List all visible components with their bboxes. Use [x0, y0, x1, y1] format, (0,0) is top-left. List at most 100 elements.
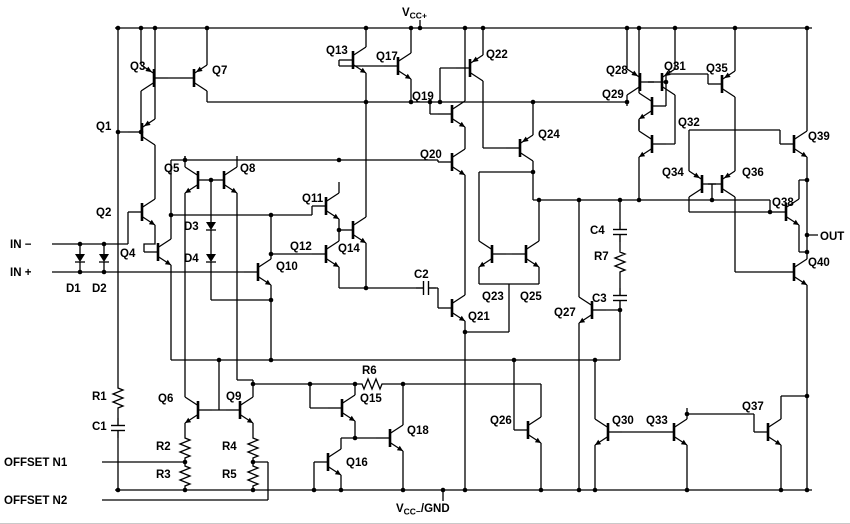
vcc-minus-sub: CC−: [404, 507, 421, 517]
power-vcc-plus: VCC+: [402, 7, 427, 21]
label-r3: R3: [156, 469, 171, 481]
label-d4: D4: [184, 253, 199, 265]
transistor-q13: [337, 34, 368, 86]
transistor-q18: [374, 412, 405, 464]
label-d3: D3: [184, 221, 199, 233]
label-q37: Q37: [742, 401, 764, 413]
capacitor-c3: [612, 287, 628, 309]
label-q29: Q29: [602, 89, 624, 101]
label-q30: Q30: [612, 415, 634, 427]
transistor-q24: [504, 122, 535, 174]
label-q26: Q26: [490, 415, 512, 427]
label-r5: R5: [222, 469, 237, 481]
port-in-plus: IN +: [10, 267, 32, 279]
label-q3: Q3: [130, 61, 145, 73]
label-q20: Q20: [420, 149, 442, 161]
label-q15: Q15: [360, 393, 382, 405]
label-d1: D1: [66, 283, 81, 295]
diode-d4: [205, 245, 217, 271]
label-q19: Q19: [412, 91, 434, 103]
label-d2: D2: [92, 283, 107, 295]
port-out: OUT: [820, 231, 844, 243]
wires-left-section: [52, 28, 438, 490]
label-q10: Q10: [276, 261, 298, 273]
capacitor-c4: [612, 221, 628, 243]
label-q21: Q21: [468, 311, 490, 323]
label-r1: R1: [92, 391, 107, 403]
vcc-plus-base: V: [402, 7, 410, 19]
vcc-minus-base: V: [396, 503, 404, 515]
label-q22: Q22: [486, 49, 508, 61]
port-offset-n1: OFFSET N1: [4, 457, 68, 469]
capacitor-c1: [110, 417, 126, 439]
label-q23: Q23: [482, 291, 504, 303]
label-q9: Q9: [226, 391, 241, 403]
label-q5: Q5: [164, 163, 180, 175]
transistor-q38: [770, 186, 801, 238]
label-q34: Q34: [662, 167, 684, 179]
transistor-q4: [142, 226, 173, 278]
transistor-q5: [183, 154, 214, 206]
transistor-q21: [436, 282, 467, 334]
transistor-q39: [778, 118, 809, 170]
resistor-r5: [247, 461, 259, 491]
label-q35: Q35: [706, 63, 728, 75]
label-c1: C1: [92, 421, 107, 433]
resistor-r7: [614, 247, 626, 277]
label-q4: Q4: [120, 248, 136, 260]
vcc-plus-sub: CC+: [410, 11, 427, 21]
label-r6: R6: [362, 365, 377, 377]
port-offset-n2: OFFSET N2: [4, 495, 67, 507]
label-q6: Q6: [158, 393, 173, 405]
transistor-q37: [752, 406, 783, 458]
wires-center: [171, 28, 771, 490]
resistor-r1: [112, 383, 124, 413]
transistor-q25: [510, 228, 541, 280]
label-q2: Q2: [96, 207, 111, 219]
label-q33: Q33: [646, 415, 668, 427]
transistor-q26: [512, 404, 543, 456]
label-q27: Q27: [554, 307, 576, 319]
label-q12: Q12: [290, 241, 312, 253]
transistor-q12: [310, 228, 341, 280]
transistor-q40: [778, 246, 809, 298]
label-q11: Q11: [302, 193, 324, 205]
resistor-r2: [179, 433, 191, 463]
transistor-q10: [242, 246, 273, 298]
label-q24: Q24: [538, 129, 560, 141]
label-q16: Q16: [346, 457, 368, 469]
label-q1: Q1: [96, 121, 112, 133]
diode-d2: [98, 245, 110, 271]
label-r4: R4: [222, 441, 237, 453]
transistor-q11: [310, 180, 341, 232]
label-q31: Q31: [664, 61, 686, 73]
capacitor-c2: [415, 280, 437, 296]
transistor-q15: [326, 382, 357, 434]
label-q28: Q28: [606, 65, 628, 77]
label-r2: R2: [156, 441, 171, 453]
wires-rails: [115, 20, 812, 501]
label-q38: Q38: [772, 197, 794, 209]
resistor-r3: [179, 461, 191, 491]
label-q7: Q7: [212, 65, 227, 77]
label-c2: C2: [414, 269, 429, 281]
vcc-minus-suffix: /GND: [421, 503, 450, 515]
diode-d1: [74, 245, 86, 271]
transistor-q20: [436, 136, 467, 188]
label-q39: Q39: [808, 131, 830, 143]
port-in-minus: IN −: [10, 239, 32, 251]
wire-layer: [52, 20, 818, 501]
transistor-q7: [178, 52, 209, 104]
transistor-q22: [454, 42, 485, 94]
label-q36: Q36: [742, 167, 764, 179]
transistor-q2: [126, 186, 157, 238]
power-vcc-minus: VCC−/GND: [396, 503, 450, 517]
label-r7: R7: [594, 251, 609, 263]
label-q32: Q32: [678, 117, 700, 129]
diode-d3: [205, 213, 217, 239]
label-q25: Q25: [520, 291, 542, 303]
transistor-q8: [208, 154, 239, 206]
transistor-q19: [436, 88, 467, 140]
